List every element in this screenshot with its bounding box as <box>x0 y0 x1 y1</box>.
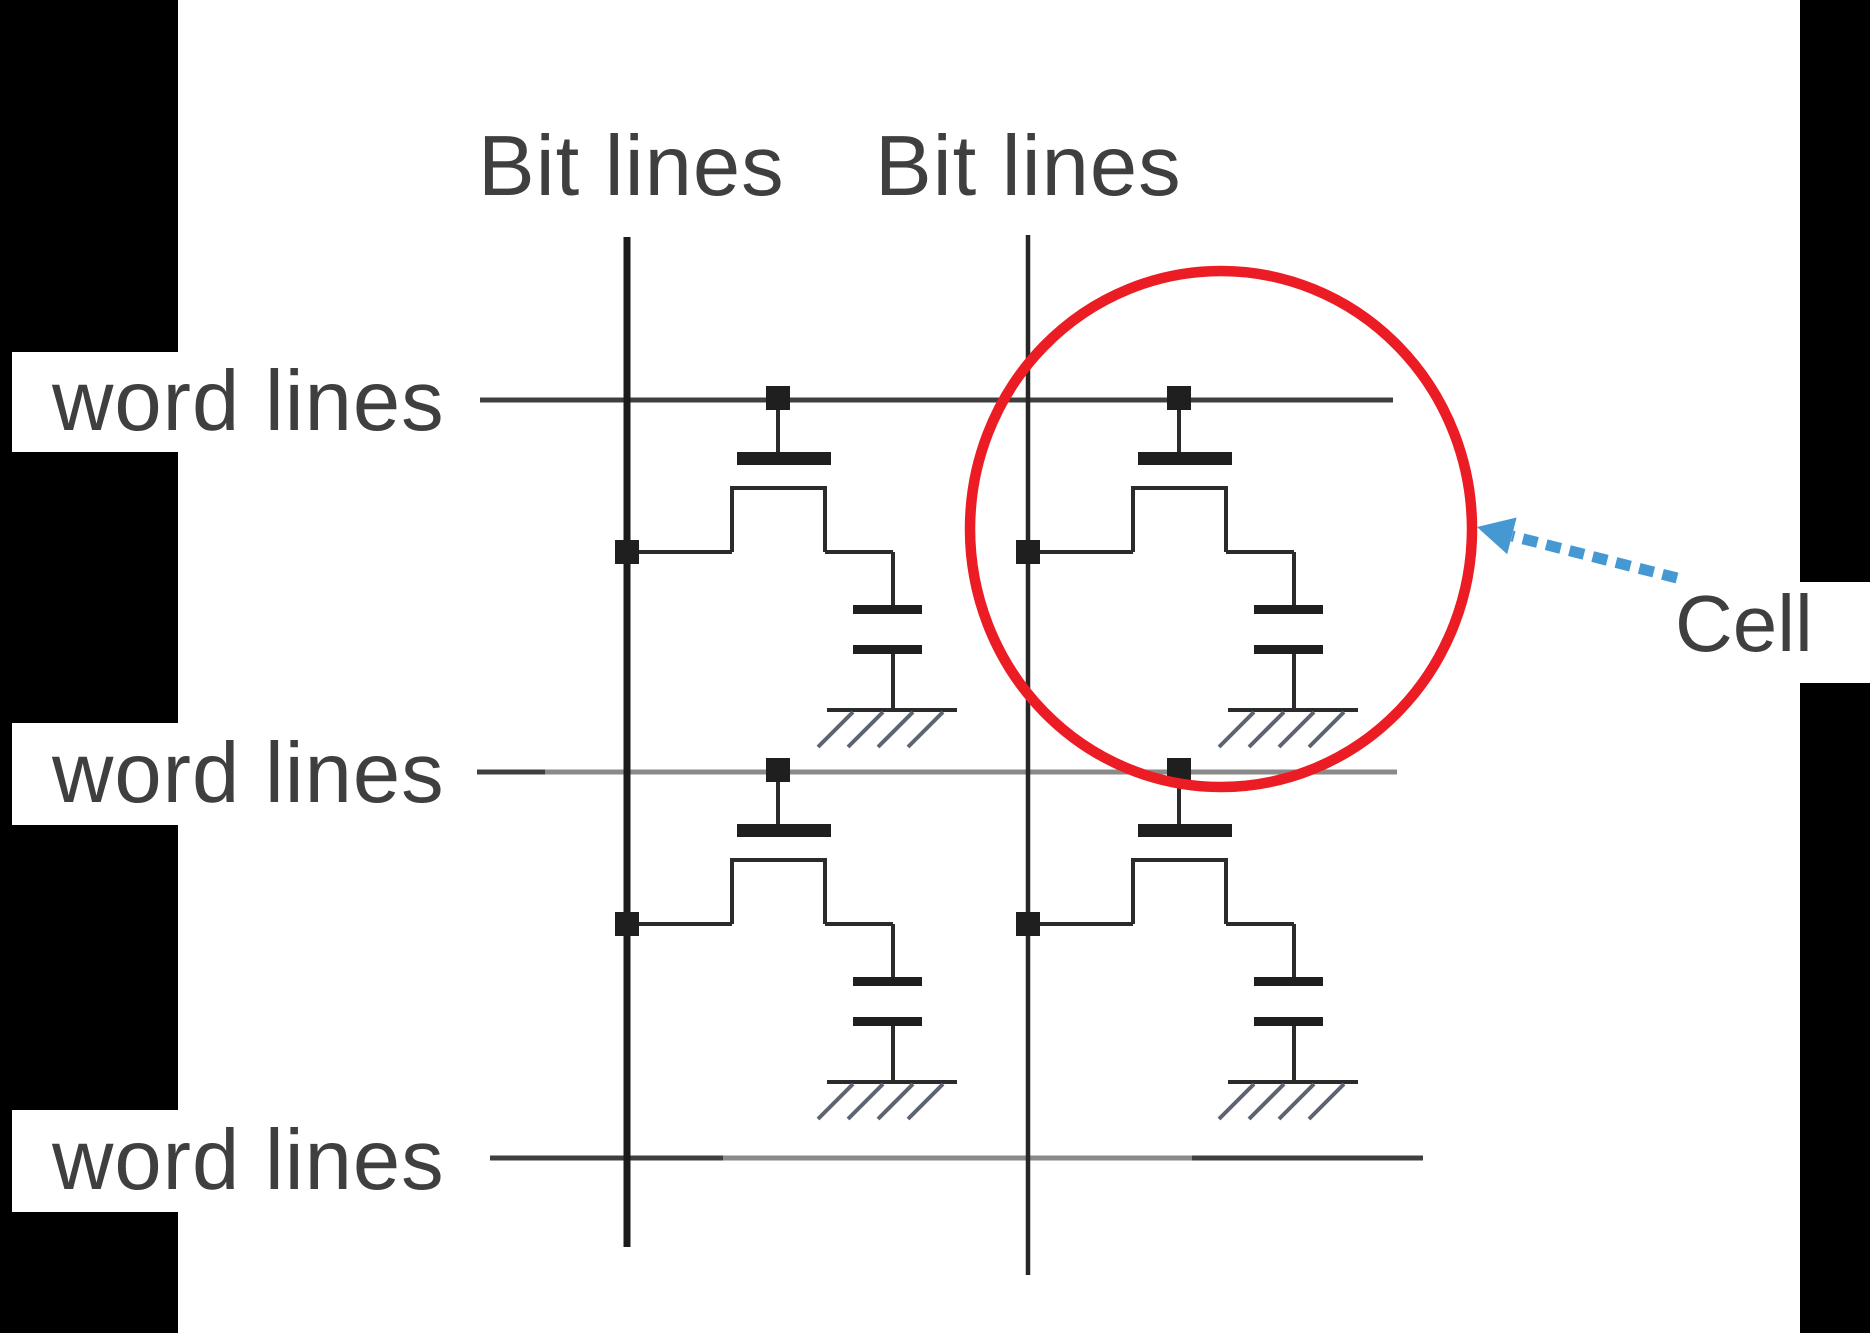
cell-top-right-capacitor-plate-bottom <box>1254 645 1323 654</box>
cell-bottom-right-ground-hatch-2 <box>1277 1082 1316 1121</box>
bit-lines-label-1: Bit lines <box>478 119 785 214</box>
cell-bottom-left-bitline-node-square <box>615 912 639 936</box>
cell-bottom-left-ground-hatch-2 <box>876 1082 915 1121</box>
word-lines-label-2: word lines <box>52 726 445 821</box>
cell-label: Cell <box>1675 579 1813 668</box>
cell-top-left-ground-hatch-1 <box>846 710 885 749</box>
cell-label-box <box>1798 582 1870 683</box>
word-lines-label-box-3: word lines <box>12 1110 482 1212</box>
word-lines-label-3: word lines <box>52 1113 445 1208</box>
cell-bottom-right-gate-plate <box>1138 824 1232 837</box>
bit-lines-label-2: Bit lines <box>875 119 1182 214</box>
cell-arrow-shaft <box>1510 530 1679 584</box>
cell-bottom-right-capacitor-plate-bottom <box>1254 1017 1323 1026</box>
cell-bottom-left-transistor-channel <box>730 858 827 924</box>
cell-top-left-gate-plate <box>737 452 831 465</box>
word-lines-label-box-2: word lines <box>12 723 482 825</box>
cell-bottom-left-gate-plate <box>737 824 831 837</box>
cell-top-left-capacitor-plate-bottom <box>853 645 922 654</box>
cell-top-right-transistor-channel <box>1131 486 1228 552</box>
cell-bottom-right-ground-hatch-1 <box>1247 1082 1286 1121</box>
cell-top-right-wordline-node-square <box>1167 386 1191 410</box>
cell-top-right-ground-hatch-1 <box>1247 710 1286 749</box>
cell-bottom-right-transistor-channel <box>1131 858 1228 924</box>
cell-bottom-left-ground-hatch-3 <box>906 1082 945 1121</box>
word-lines-label-1: word lines <box>52 354 445 449</box>
cell-bottom-right-ground-hatch-3 <box>1307 1082 1346 1121</box>
cell-top-right-ground-hatch-3 <box>1307 710 1346 749</box>
cell-top-right-ground-hatch-2 <box>1277 710 1316 749</box>
cell-bottom-left-ground-hatch-0 <box>816 1082 855 1121</box>
cell-highlight-circle <box>964 265 1478 793</box>
cell-bottom-right-capacitor-plate-top <box>1254 977 1323 986</box>
cell-bottom-left-wordline-node-square <box>766 758 790 782</box>
cell-bottom-right-ground-hatch-0 <box>1217 1082 1256 1121</box>
cell-top-left-bitline-node-square <box>615 540 639 564</box>
cell-top-left-ground-hatch-0 <box>816 710 855 749</box>
cell-top-left-ground-hatch-3 <box>906 710 945 749</box>
cell-bottom-left-ground-hatch-1 <box>846 1082 885 1121</box>
cell-top-left-transistor-channel <box>730 486 827 552</box>
cell-top-right-capacitor-plate-top <box>1254 605 1323 614</box>
cell-top-left-wordline-node-square <box>766 386 790 410</box>
word-lines-label-box-1: word lines <box>12 352 482 452</box>
cell-arrow-head <box>1477 517 1517 555</box>
cell-bottom-left-capacitor-plate-top <box>853 977 922 986</box>
cell-top-right-bitline-node-square <box>1016 540 1040 564</box>
cell-bottom-left-capacitor-plate-bottom <box>853 1017 922 1026</box>
cell-top-left-ground-hatch-2 <box>876 710 915 749</box>
cell-bottom-right-bitline-node-square <box>1016 912 1040 936</box>
cell-top-left-capacitor-plate-top <box>853 605 922 614</box>
cell-top-right-ground-hatch-0 <box>1217 710 1256 749</box>
cell-top-right-gate-plate <box>1138 452 1232 465</box>
